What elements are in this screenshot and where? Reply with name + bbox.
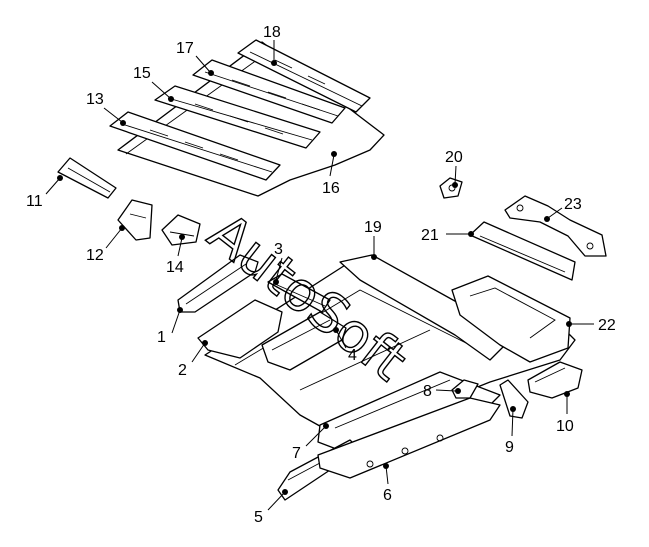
callout-label: 9 <box>505 439 514 456</box>
callout-17: 17 <box>176 40 214 76</box>
callout-5: 5 <box>254 489 288 526</box>
callout-label: 20 <box>445 149 463 166</box>
callout-label: 22 <box>598 317 616 334</box>
callout-2: 2 <box>178 340 208 379</box>
callout-22: 22 <box>566 317 616 334</box>
sun-visor-bracket-11 <box>57 157 117 199</box>
callout-3: 3 <box>273 241 283 285</box>
callout-label: 6 <box>383 487 392 504</box>
callout-10: 10 <box>556 391 574 435</box>
callout-16: 16 <box>322 151 340 197</box>
callout-label: 14 <box>166 259 184 276</box>
callout-15: 15 <box>133 65 174 102</box>
roof-bow-17 <box>192 59 346 124</box>
callout-1: 1 <box>157 307 183 346</box>
crossmember-23 <box>504 195 607 257</box>
callout-label: 5 <box>254 509 263 526</box>
callout-label: 19 <box>364 219 382 236</box>
callout-label: 10 <box>556 418 574 435</box>
callout-label: 18 <box>263 24 281 41</box>
callout-11: 11 <box>26 175 63 210</box>
callout-label: 13 <box>86 91 104 108</box>
callout-7: 7 <box>292 423 329 462</box>
callout-4: 4 <box>333 327 357 364</box>
callout-13: 13 <box>86 91 126 126</box>
callout-14: 14 <box>166 234 185 276</box>
callout-8: 8 <box>423 383 461 400</box>
roof-bow-13 <box>109 111 281 181</box>
callout-label: 12 <box>86 247 104 264</box>
callout-6: 6 <box>383 463 392 504</box>
bracket-10 <box>527 361 583 399</box>
roof-bow-15 <box>154 85 321 149</box>
callout-23: 23 <box>544 196 582 222</box>
rear-tub-22 <box>451 275 571 363</box>
callout-label: 17 <box>176 40 194 57</box>
clip-20 <box>439 177 463 199</box>
callout-19: 19 <box>364 219 382 260</box>
callout-label: 8 <box>423 383 432 400</box>
callout-label: 11 <box>26 193 43 210</box>
bracket-9 <box>499 379 529 419</box>
bracket-12 <box>117 199 153 241</box>
callout-label: 23 <box>564 196 582 213</box>
callout-label: 7 <box>292 445 301 462</box>
floor-reinforcement-2 <box>197 299 283 359</box>
callout-label: 3 <box>274 241 283 258</box>
callout-21: 21 <box>421 227 474 244</box>
roof-bow-18 <box>237 39 371 113</box>
bracket-14 <box>161 214 201 246</box>
callout-label: 15 <box>133 65 151 82</box>
callout-label: 4 <box>348 347 357 364</box>
callout-label: 21 <box>421 227 439 244</box>
callout-20: 20 <box>445 149 463 188</box>
callout-label: 16 <box>322 180 340 197</box>
callout-9: 9 <box>505 406 516 456</box>
callout-12: 12 <box>86 225 125 264</box>
callout-label: 2 <box>178 362 187 379</box>
callout-18: 18 <box>263 24 281 66</box>
crossmember-21 <box>469 221 576 281</box>
center-tunnel-19 <box>339 254 506 361</box>
callout-label: 1 <box>157 329 166 346</box>
